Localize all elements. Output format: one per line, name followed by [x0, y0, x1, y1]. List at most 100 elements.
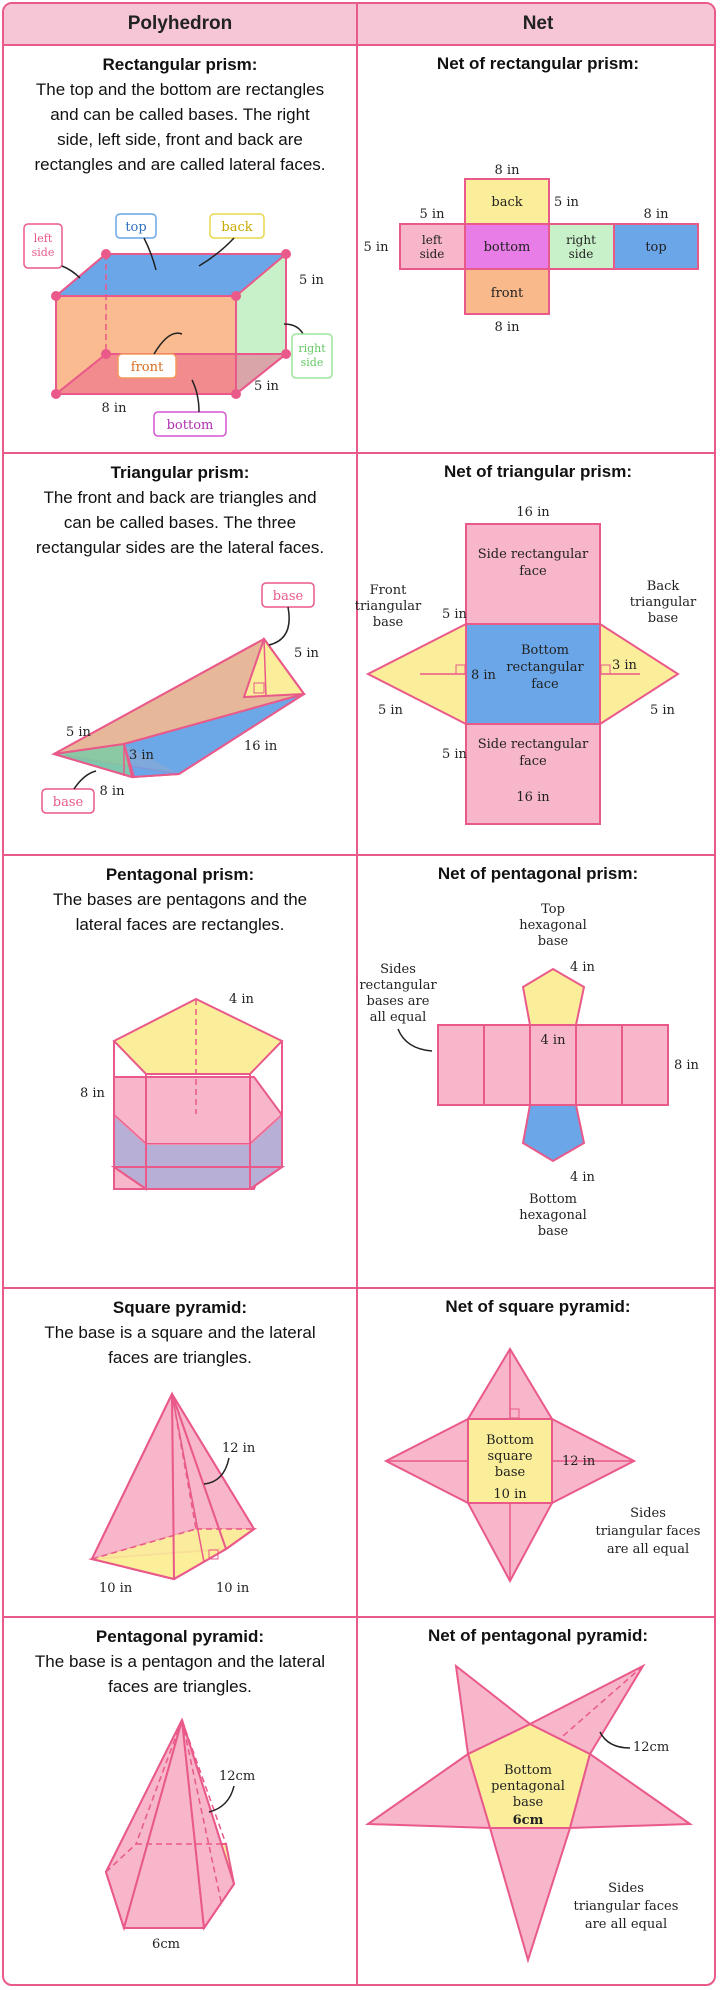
- label-right-side: right: [298, 342, 326, 355]
- net-bottom-2: rectangular: [506, 660, 584, 675]
- net-front-tri-2: triangular: [355, 599, 422, 614]
- label-left-side: left: [34, 232, 53, 245]
- net-bottom-base: Bottom: [529, 1192, 577, 1207]
- net-front-tri: Front: [370, 583, 407, 598]
- header-net: Net: [358, 4, 714, 44]
- net-front-tri-3: base: [373, 615, 404, 630]
- net-dim-5in: 5 in: [554, 195, 580, 210]
- net-sides-3: bases are: [367, 994, 430, 1009]
- row-divider: [4, 452, 714, 454]
- label-top: top: [125, 220, 146, 235]
- dim-4in: 4 in: [229, 992, 255, 1007]
- net-dim-12in: 12 in: [562, 1454, 596, 1469]
- net-base-2: square: [487, 1449, 532, 1464]
- tri-prism-description: Triangular prism: The front and back are…: [35, 463, 325, 557]
- net-side-top-2: face: [519, 564, 547, 579]
- net-bottom: Bottom: [521, 643, 569, 658]
- net-base-3: base: [495, 1465, 526, 1480]
- dim-5in-b: 5 in: [254, 379, 280, 394]
- net-top-base-3: base: [538, 934, 569, 949]
- sq-pyramid-net-title: Net of square pyramid:: [445, 1297, 631, 1316]
- sq-pyramid-shape: 12 in 10 in 10 in: [88, 1391, 258, 1596]
- dim-12in: 12 in: [222, 1441, 256, 1456]
- net-left-side-2: side: [420, 247, 445, 261]
- net-bottom-base-3: base: [538, 1224, 569, 1239]
- dim-16in: 16 in: [244, 739, 278, 754]
- row-divider: [4, 1616, 714, 1618]
- tri-prism-net-title: Net of triangular prism:: [444, 462, 632, 481]
- net-dim-5in-c: 5 in: [650, 703, 676, 718]
- net-back-tri: Back: [647, 579, 680, 594]
- label-box: [23, 223, 63, 269]
- pent-pyramid-description: Pentagonal pyramid: The base is a pentag…: [34, 1627, 326, 1696]
- net-top-base: Top: [541, 902, 565, 917]
- net-dim-4in-b: 4 in: [541, 1033, 567, 1048]
- net-sides: Sides: [380, 962, 416, 977]
- net-dim-16in: 16 in: [516, 505, 550, 520]
- net-dim-16in-b: 16 in: [516, 790, 550, 805]
- tri-prism-net: 16 in Side rectangular face Front triang…: [355, 505, 697, 825]
- net-front: front: [491, 286, 524, 301]
- net-dim-5in-a: 5 in: [442, 607, 468, 622]
- tri-prism-shape: base 5 in 5 in 3 in 16 in 8 in base: [41, 582, 320, 814]
- net-dim-8in: 8 in: [495, 163, 521, 178]
- dim-10in-a: 10 in: [99, 1581, 133, 1596]
- dim-8in: 8 in: [80, 1086, 106, 1101]
- dim-8in: 8 in: [102, 401, 128, 416]
- row-divider: [4, 854, 714, 856]
- net-sides: Sides: [608, 1881, 644, 1896]
- label-right-side-2: side: [301, 356, 324, 369]
- net-dim-8in-c: 8 in: [495, 320, 521, 335]
- net-sides-2: rectangular: [359, 978, 437, 993]
- rect-prism-net-title: Net of rectangular prism:: [436, 54, 640, 73]
- net-sides-4: all equal: [370, 1010, 427, 1025]
- dim-8in: 8 in: [100, 784, 126, 799]
- net-dim-8in: 8 in: [674, 1058, 700, 1073]
- column-divider: [356, 4, 358, 1984]
- net-dim-12cm: 12cm: [633, 1740, 669, 1755]
- net-base: Bottom: [504, 1763, 552, 1778]
- label-bottom: bottom: [167, 418, 214, 433]
- dim-5in: 5 in: [299, 273, 325, 288]
- net-right-side: right: [566, 233, 596, 247]
- net-dim-4in-a: 4 in: [570, 960, 596, 975]
- net-side-bottom-2: face: [519, 754, 547, 769]
- net-side-bottom: Side rectangular: [478, 737, 589, 752]
- net-top: top: [645, 240, 666, 255]
- row-divider: [4, 44, 714, 46]
- net-dim-5in-b: 5 in: [378, 703, 404, 718]
- net-dim-5in-d: 5 in: [442, 747, 468, 762]
- label-front: front: [131, 360, 164, 375]
- net-side-top: Side rectangular: [478, 547, 589, 562]
- label-left-side-2: side: [32, 246, 55, 259]
- net-bottom: bottom: [484, 240, 531, 255]
- net-bottom-base-2: hexagonal: [519, 1208, 587, 1223]
- dim-12cm: 12cm: [219, 1769, 255, 1784]
- net-dim-10in: 10 in: [493, 1487, 527, 1502]
- dim-5in: 5 in: [294, 646, 320, 661]
- dim-10in-b: 10 in: [216, 1581, 250, 1596]
- net-dim-8in-b: 8 in: [644, 207, 670, 222]
- label-base-top: base: [273, 589, 304, 604]
- pent-prism-description: Pentagonal prism: The bases are pentagon…: [52, 865, 308, 934]
- dim-5in-b: 5 in: [66, 725, 92, 740]
- net-dim-3in: 3 in: [612, 658, 638, 673]
- net-base: Bottom: [486, 1433, 534, 1448]
- net-left-side: left: [422, 233, 442, 247]
- header-polyhedron: Polyhedron: [4, 4, 356, 44]
- net-dim-8in: 8 in: [471, 668, 497, 683]
- sq-pyramid-description: Square pyramid: The base is a square and…: [44, 1298, 316, 1367]
- label-back: back: [221, 220, 252, 235]
- net-sides-2: triangular faces: [596, 1524, 701, 1539]
- net-dim-5in-c: 5 in: [364, 240, 390, 255]
- net-bottom-3: face: [531, 677, 559, 692]
- net-back-tri-3: base: [648, 611, 679, 626]
- net-back-tri-2: triangular: [630, 595, 697, 610]
- row-divider: [4, 1287, 714, 1289]
- pent-pyramid-net: 12cm Bottom pentagonal base 6cm Sides tr…: [364, 1663, 694, 1964]
- net-dim-4in-c: 4 in: [570, 1170, 596, 1185]
- pent-prism-shape: 4 in 8 in: [80, 992, 286, 1191]
- net-sides-3: are all equal: [585, 1917, 667, 1932]
- net-back: back: [491, 195, 522, 210]
